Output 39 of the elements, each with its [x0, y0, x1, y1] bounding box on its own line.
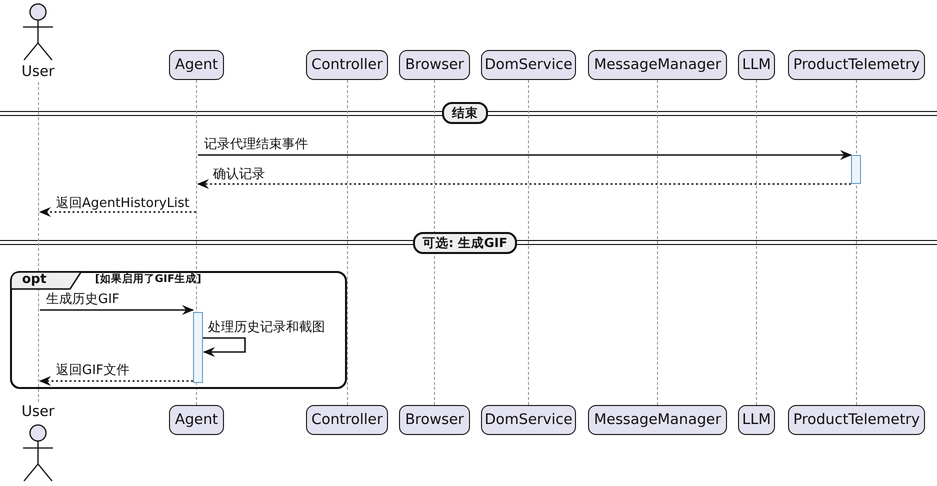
message-arrow [198, 150, 852, 160]
actor-label: User [20, 64, 56, 80]
guard-label: [如果启用了GIF生成] [95, 272, 202, 286]
participant-box: MessageManager [588, 50, 727, 80]
participant-box: DomService [481, 405, 576, 435]
lifeline [347, 80, 349, 405]
actor-label: User [20, 404, 56, 420]
message-arrow [203, 337, 246, 357]
participant-box: ProductTelemetry [788, 50, 925, 80]
participant-box: Agent [169, 405, 224, 435]
participant-box: Controller [306, 50, 388, 80]
message-label: 生成历史GIF [46, 292, 120, 307]
message-arrow [39, 376, 193, 386]
message-arrow [39, 207, 196, 217]
section-label: 可选: 生成GIF [413, 232, 517, 254]
message-arrow [40, 305, 194, 315]
message-arrow [197, 179, 851, 189]
fragment-tab: opt [10, 271, 82, 290]
lifeline [657, 80, 659, 405]
participant-box: ProductTelemetry [788, 405, 925, 435]
message-label: 确认记录 [213, 167, 265, 182]
message-label: 处理历史记录和截图 [208, 320, 325, 335]
lifeline [528, 80, 530, 405]
participant-box: LLM [738, 50, 775, 80]
section-label: 结束 [442, 102, 488, 124]
participant-box: Browser [399, 405, 470, 435]
participant-box: Controller [306, 405, 388, 435]
activation-bar [193, 312, 203, 383]
fragment-frame [10, 271, 347, 389]
message-label: 返回AgentHistoryList [56, 196, 190, 211]
message-label: 记录代理结束事件 [204, 137, 308, 152]
lifeline [756, 80, 758, 405]
participant-box: DomService [481, 50, 576, 80]
participant-box: LLM [738, 405, 775, 435]
participant-box: Agent [169, 50, 224, 80]
message-label: 返回GIF文件 [56, 363, 130, 378]
activation-bar [851, 155, 861, 184]
participant-box: MessageManager [588, 405, 727, 435]
participant-box: Browser [399, 50, 470, 80]
